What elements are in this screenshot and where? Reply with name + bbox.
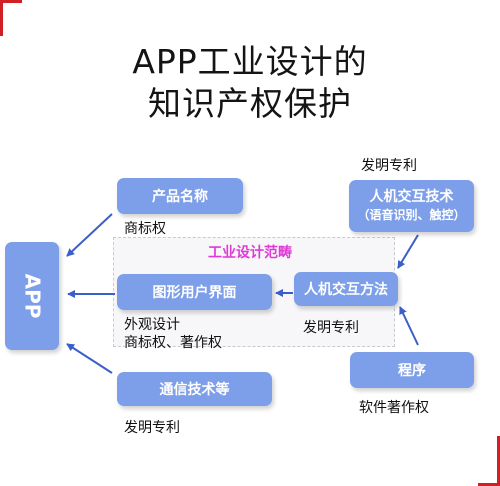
hci-tech-box: 人机交互技术 （语音识别、触控） <box>349 180 474 232</box>
hci-method-label: 人机交互方法 <box>304 282 388 298</box>
arrow-hci-tech-to-hci-method <box>397 234 419 269</box>
title-line-2: 知识产权保护 <box>148 84 352 123</box>
arrow-communication-to-app <box>66 343 113 374</box>
communication-box: 通信技术等 <box>117 372 272 406</box>
industrial-design-region-label: 工业设计范畴 <box>208 245 292 261</box>
corner-accent-bottom-right <box>478 436 500 486</box>
app-box: APP <box>5 242 59 350</box>
patent-label-hci-method: 发明专利 <box>303 320 359 336</box>
arrow-program-to-hci-method <box>399 306 419 346</box>
program-box: 程序 <box>350 352 474 388</box>
hci-tech-label: 人机交互技术 <box>369 189 454 205</box>
hci-tech-sub-label: （语音识别、触控） <box>357 208 466 222</box>
patent-label-hci-tech: 发明专利 <box>361 158 417 174</box>
arrow-product-name-to-app <box>66 213 113 257</box>
product-name-box: 产品名称 <box>117 178 243 214</box>
appearance-label-2: 商标权、著作权 <box>124 335 222 351</box>
appearance-label-1: 外观设计 <box>124 317 180 333</box>
software-copyright-label: 软件著作权 <box>359 400 429 416</box>
product-name-label: 产品名称 <box>152 189 208 205</box>
app-label: APP <box>19 273 44 319</box>
gui-box: 图形用户界面 <box>117 274 272 310</box>
communication-label: 通信技术等 <box>159 382 230 398</box>
gui-label: 图形用户界面 <box>152 285 237 301</box>
program-label: 程序 <box>398 363 426 379</box>
hci-method-box: 人机交互方法 <box>294 272 398 306</box>
title-line-1: APP工业设计的 <box>132 42 368 81</box>
trademark-label: 商标权 <box>124 221 166 237</box>
patent-label-communication: 发明专利 <box>124 420 180 436</box>
corner-accent-top-left <box>0 0 22 36</box>
